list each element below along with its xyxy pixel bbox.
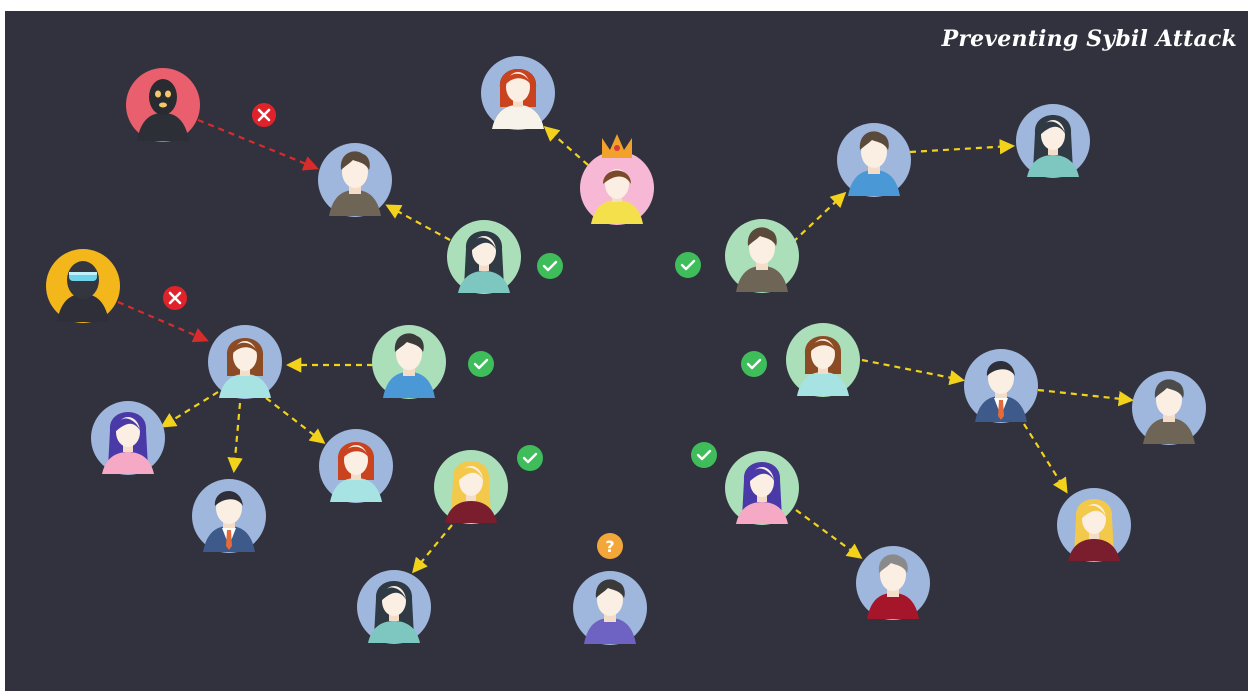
node-woman-red-hair: [319, 429, 393, 503]
diagram-title: Preventing Sybil Attack: [941, 26, 1237, 52]
node-man-brown-shirt-left: [318, 143, 392, 217]
node-unverified-man: [573, 571, 647, 645]
check-badge: [691, 442, 717, 468]
connections: [117, 118, 1135, 574]
node-woman-dark-hair: [447, 220, 521, 294]
reject-badge-top: [252, 103, 276, 127]
check-badge: [741, 351, 767, 377]
question-mark: ?: [605, 537, 614, 556]
question-badge: ?: [597, 533, 623, 559]
node-hub-woman-brown: [208, 325, 282, 399]
node-man-blue-shirt: [372, 325, 446, 399]
node-woman-dark-hair-bottom: [357, 570, 431, 644]
node-woman-dark-hair-top-right: [1016, 104, 1090, 178]
node-man-brown-shirt-right: [1132, 371, 1206, 445]
node-attacker-mid: [46, 249, 120, 323]
node-attacker-top: [126, 68, 200, 142]
node-woman-purple-hair: [91, 401, 165, 475]
reject-badge-mid: [163, 286, 187, 310]
node-man-brown-shirt-center: [725, 219, 799, 293]
node-man-suit-right: [964, 349, 1038, 423]
attack-arrow-mid: [117, 300, 209, 343]
node-woman-brown-right: [786, 323, 860, 397]
check-badge: [537, 253, 563, 279]
check-badge: [675, 252, 701, 278]
node-woman-blonde: [434, 450, 508, 524]
node-man-suit-left: [192, 479, 266, 553]
node-woman-purple-hair-right: [725, 451, 799, 525]
node-queen: [580, 134, 654, 225]
check-badge: [517, 445, 543, 471]
badges: ?: [163, 103, 767, 559]
node-man-blue-shirt-right: [837, 123, 911, 197]
node-top-left-woman: [481, 56, 555, 130]
node-woman-blonde-right: [1057, 488, 1131, 562]
check-badge: [468, 351, 494, 377]
node-man-red-shirt: [856, 546, 930, 620]
